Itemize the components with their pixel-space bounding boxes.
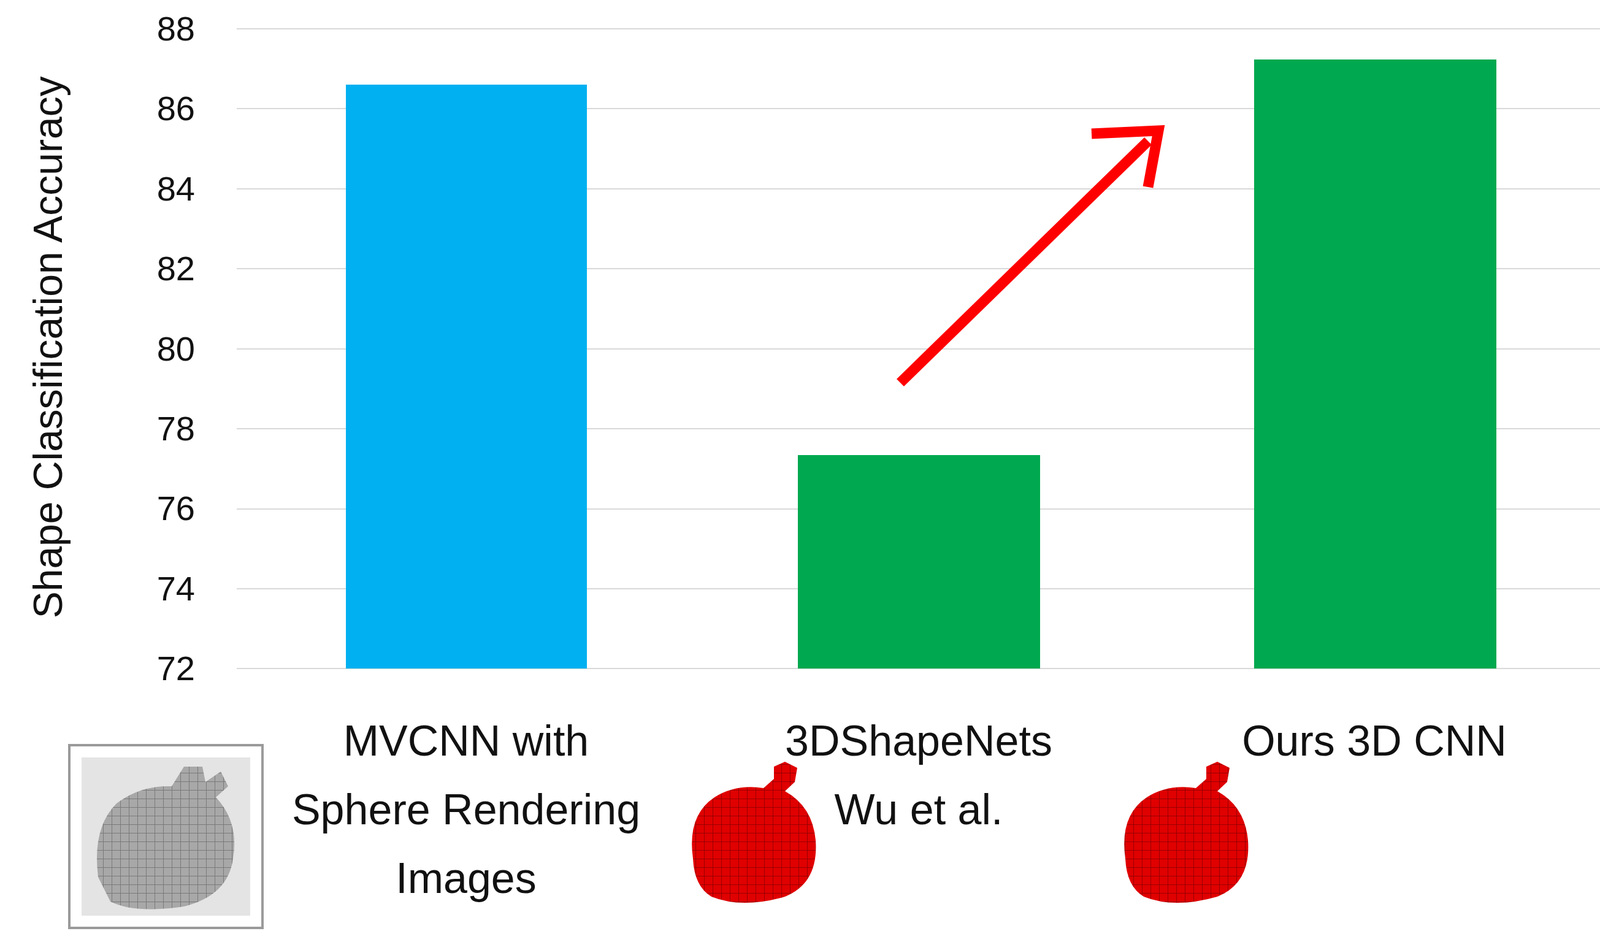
red-arrow xyxy=(900,130,1159,383)
tick-label: 82 xyxy=(156,249,196,288)
tick-label: 76 xyxy=(156,489,196,528)
grid-lines xyxy=(236,28,1600,669)
red-voxel-mug-left xyxy=(691,761,816,903)
tick-label: 88 xyxy=(156,9,196,48)
bar-3dshapenets xyxy=(797,455,1041,669)
bar-mvcnn xyxy=(345,84,587,669)
tick-label: 80 xyxy=(156,329,196,368)
category-label: MVCNN with Sphere Rendering Images xyxy=(269,706,663,913)
category-label: Ours 3D CNN xyxy=(1159,706,1589,776)
tick-label: 86 xyxy=(156,89,196,128)
category-label: 3DShapeNets Wu et al. xyxy=(774,706,1063,844)
tick-label: 74 xyxy=(156,569,196,608)
red-voxel-mug-right xyxy=(1124,761,1248,903)
tick-label: 72 xyxy=(156,649,196,688)
bar-ours xyxy=(1254,59,1497,669)
tick-label: 84 xyxy=(156,169,196,208)
tick-label: 78 xyxy=(156,409,196,448)
grey-voxel-icon xyxy=(69,745,263,928)
axis-title: Shape Classification Accuracy xyxy=(25,76,71,619)
